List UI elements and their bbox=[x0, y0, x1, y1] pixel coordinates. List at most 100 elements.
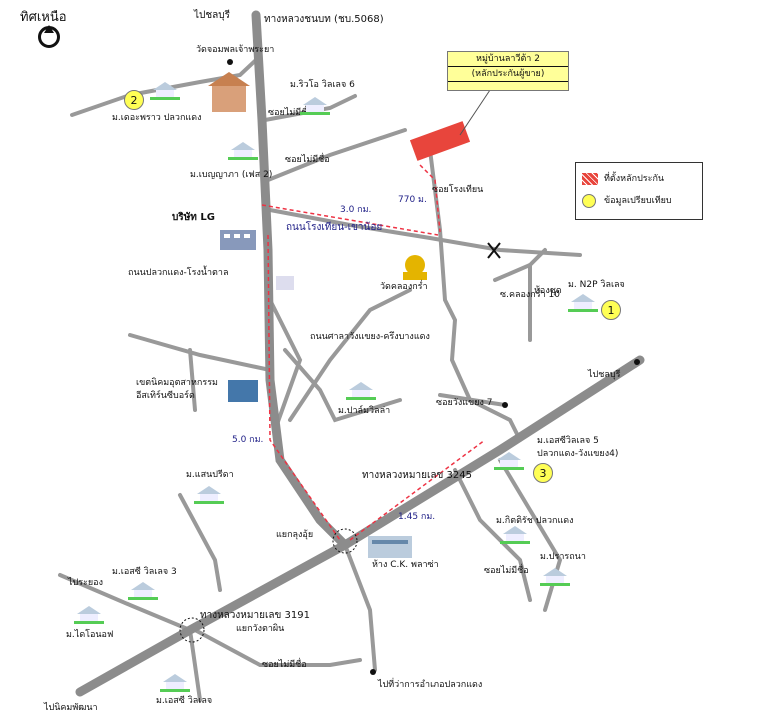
route-770m bbox=[419, 164, 441, 233]
to-nikhom-phatthana-label: ไปนิคมพัฒนา bbox=[44, 703, 98, 713]
comparable-swatch-icon bbox=[582, 194, 596, 208]
road-kittirot bbox=[453, 468, 532, 602]
north-label: ทิศเหนือ bbox=[20, 10, 67, 25]
lg-building-icon bbox=[220, 230, 256, 250]
project-sub: (หลักประกันผู้ขาย) bbox=[448, 67, 568, 82]
village-house-icon bbox=[568, 292, 598, 312]
wat-chom-phon-label: วัดจอมพลเจ้าพระยา bbox=[196, 45, 275, 55]
road-soi-mai-mi-chue-4 bbox=[193, 628, 362, 667]
temple-khlong-kra-icon bbox=[403, 255, 427, 280]
road-soi-mai-mi-chue-2 bbox=[266, 128, 407, 182]
project-name: หมู่บ้านลาวีต้า 2 bbox=[448, 52, 568, 67]
comparable-2-marker: 2 bbox=[124, 90, 144, 110]
road-end-district bbox=[370, 669, 376, 675]
road-kb5068 bbox=[251, 10, 350, 550]
road-end-soi-wang-khayaeng-7 bbox=[502, 402, 508, 408]
soi-mai-mi-chue-4-label: ซอยไม่มีชื่อ bbox=[262, 660, 307, 670]
road-rongkhian-label: ถนนโรงเทียน-เขาน้อย bbox=[286, 222, 383, 233]
eastern-seaboard-label-1: เขตนิคมอุตสาหกรรม bbox=[136, 378, 218, 388]
junction-lung-ui-label: แยกลุงอุ้ย bbox=[276, 530, 314, 540]
mansawika-label: ม.แสนปรีดา bbox=[186, 470, 234, 480]
village-house-icon bbox=[228, 140, 258, 160]
callout-pointer bbox=[459, 89, 491, 136]
route-145km bbox=[349, 439, 486, 541]
north-indicator: ทิศเหนือ bbox=[20, 6, 67, 48]
comparable-1-marker: 1 bbox=[601, 300, 621, 320]
road-3245 bbox=[75, 355, 645, 697]
road-soi-wang-khayaeng-7 bbox=[438, 393, 507, 407]
road-eastern-seaboard bbox=[128, 333, 272, 372]
road-pluak-daeng-sugar-label: ถนนปลวกแดง-โรงน้ำตาล bbox=[128, 268, 229, 278]
road-soi-mai-mi-chue-1 bbox=[263, 94, 357, 122]
ck-plaza-icon bbox=[368, 536, 412, 558]
village-house-icon bbox=[494, 450, 524, 470]
village-house-icon bbox=[346, 380, 376, 400]
soi-mai-mi-chue-2-label: ซอยไม่มีชื่อ bbox=[285, 155, 330, 165]
route-5km bbox=[267, 234, 341, 541]
soi-mai-mi-chue-3-label: ซอยไม่มีชื่อ bbox=[484, 566, 529, 576]
road-wang-khayaeng-slash bbox=[268, 298, 303, 432]
legend: ที่ตั้งหลักประกัน ข้อมูลเปรียบเทียบ bbox=[575, 162, 703, 220]
comparable-3-marker: 3 bbox=[533, 463, 553, 483]
road-sc-village bbox=[188, 628, 202, 702]
north-arrow-icon bbox=[38, 25, 60, 48]
junction-wang-ta-phin bbox=[179, 617, 205, 643]
road-to-rayong bbox=[58, 573, 192, 632]
village-house-icon bbox=[540, 566, 570, 586]
road-district bbox=[343, 543, 377, 672]
road-3245-label: ทางหลวงหมายเลข 3245 bbox=[362, 470, 472, 481]
road-soi-mai-mi-chue-3 bbox=[498, 458, 563, 612]
junction-lung-ui bbox=[332, 528, 358, 554]
to-rayong-label: ไประยอง bbox=[68, 578, 103, 588]
road-mansawika bbox=[178, 493, 222, 592]
sc-village-label: ม.เอสซี วิลเลจ bbox=[156, 696, 213, 706]
road-pluak-daeng-sugar bbox=[70, 58, 258, 117]
kittirot-label: ม.กิตติรัช ปลวกแดง bbox=[496, 516, 574, 526]
village-house-icon bbox=[74, 604, 104, 624]
soi-wang-khayaeng-7-label: ซอยวังแขยง 7 bbox=[436, 398, 493, 408]
road-eastern-seaboard-b bbox=[188, 348, 197, 412]
project-callout: หมู่บ้านลาวีต้า 2 (หลักประกันผู้ขาย) bbox=[447, 51, 569, 91]
road-soi-rongkhian bbox=[428, 148, 522, 442]
dist-3km-label: 3.0 กม. bbox=[340, 205, 372, 215]
route-markers bbox=[261, 164, 486, 541]
temple-wat-chom-phon-icon bbox=[208, 72, 250, 112]
dist-5km-label: 5.0 กม. bbox=[232, 435, 264, 445]
minor-roads bbox=[58, 58, 582, 702]
soi-khlong-kra-10-label: ซ.คลองกร่ำ 10 bbox=[500, 290, 560, 300]
headquarters-label: ห้องชุด bbox=[534, 286, 562, 296]
road-khlong-kra-10 bbox=[493, 248, 547, 282]
wat-khlong-kra-label: วัดคลองกร่ำ bbox=[380, 282, 428, 292]
junction-wang-ta-phin-label: แยกวังตาผิน bbox=[236, 624, 285, 634]
dist-145km-label: 1.45 กม. bbox=[398, 512, 436, 522]
collateral-swatch-icon bbox=[582, 173, 598, 185]
road-rongkhian-khao-noi bbox=[268, 208, 582, 257]
junctions bbox=[179, 528, 358, 643]
dist-770m-label: 770 ม. bbox=[398, 195, 427, 205]
road-kb5068-label: ทางหลวงชนบท (ชบ.5068) bbox=[264, 14, 384, 25]
road-3191-label: ทางหลวงหมายเลข 3191 bbox=[200, 610, 310, 621]
lg-company-label: บริษัท LG bbox=[172, 212, 215, 223]
collateral-marker bbox=[409, 121, 471, 161]
road-end-top bbox=[227, 59, 233, 65]
rio-village-label: ม.ริวโอ วิลเลจ 6 bbox=[290, 80, 355, 90]
intersection-mark bbox=[487, 242, 501, 259]
eastern-seaboard-label-2: อีสเทิร์นซีบอร์ด bbox=[136, 391, 195, 401]
village-house-icon bbox=[194, 484, 224, 504]
to-chonburi-right-label: ไปชลบุรี bbox=[588, 370, 621, 380]
industrial-estate-icon bbox=[228, 380, 258, 402]
legend-collateral-label: ที่ตั้งหลักประกัน bbox=[604, 174, 665, 184]
legend-comparable-label: ข้อมูลเปรียบเทียบ bbox=[604, 196, 672, 206]
prasamna-label: ม.ปรารถนา bbox=[540, 552, 586, 562]
pa-lom-villa-label: ม.ปาล์มวิลล่า bbox=[338, 406, 391, 416]
village-house-icon bbox=[300, 95, 330, 115]
road-ends bbox=[227, 59, 640, 675]
village-house-icon bbox=[500, 524, 530, 544]
road-end-to-chonburi bbox=[634, 359, 640, 365]
comparable-1-label: ม. N2P วิลเลจ bbox=[568, 280, 625, 290]
route-3km bbox=[261, 204, 439, 236]
to-district-office-label: ไปที่ว่าการอำเภอปลวกแดง bbox=[378, 680, 483, 690]
road-wang-khayaeng-label: ถนนศาลาวังแขยง-ครึงบางแดง bbox=[310, 332, 430, 342]
